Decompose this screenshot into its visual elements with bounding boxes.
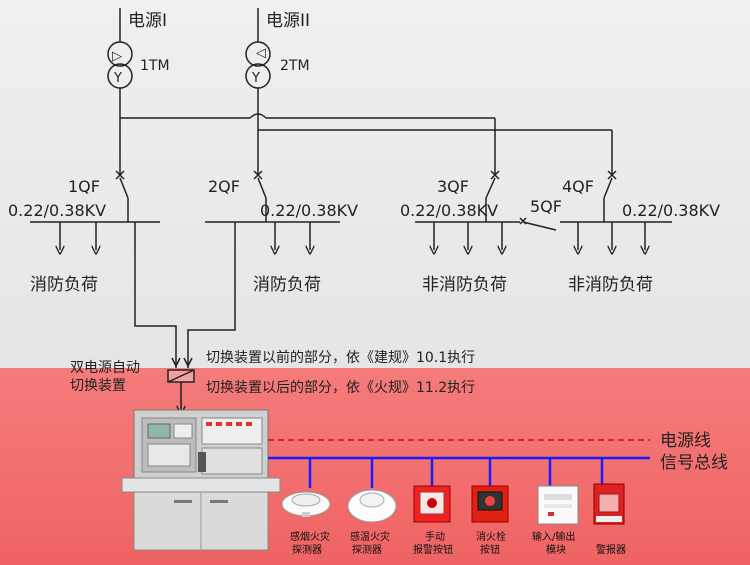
heat-detector-label-2: 探测器 [352,543,382,556]
transformer-1-upper-winding-icon [107,41,133,67]
smoke-detector-icon [281,491,331,517]
source-1-label: 电源I [128,11,167,31]
breaker-5qf-label: 5QF [530,197,562,216]
heat-detector-icon [347,489,397,523]
breaker-3qf-label: 3QF [437,177,469,196]
legend-power-line: 电源线 [660,431,711,451]
source-2-label: 电源II [266,11,310,31]
ats-label-line1: 双电源自动 [70,360,140,376]
manual-alarm-button-icon [413,485,451,523]
bus-drops [308,458,604,488]
breaker-1qf-label: 1QF [68,177,100,196]
fire-alarm-control-cabinet [121,409,281,551]
breaker-2qf-label: 2QF [208,177,240,196]
hydrant-button-label-1: 消火栓 [476,530,506,543]
heat-detector-label-1: 感温火灾 [350,530,390,543]
legend-signal-bus: 信号总线 [660,453,728,473]
voltage-label-1: 0.22/0.38KV [8,201,106,220]
voltage-label-3: 0.22/0.38KV [400,201,498,220]
breakers [115,170,617,222]
breaker-4qf-label: 4QF [562,177,594,196]
source-1: ▷ Y 电源I 1TM [107,8,170,175]
voltage-label-4: 0.22/0.38KV [622,201,720,220]
svg-text:▷: ▷ [112,49,122,64]
load-arrows [60,222,645,250]
svg-text:Y: Y [113,71,122,86]
hydrant-button-icon [471,485,509,523]
fire-load-label-2: 消防负荷 [253,275,321,295]
note-before-switch: 切换装置以前的部分，依《建规》10.1执行 [206,349,475,366]
svg-text:Y: Y [251,71,260,86]
alarm-sounder-label: 警报器 [596,543,626,556]
nonfire-load-label-2: 非消防负荷 [568,275,653,295]
post-switch-zone [0,368,750,565]
ats-feeders [134,222,236,410]
hydrant-button-label-2: 按钮 [480,543,500,556]
transformer-1-label: 1TM [140,58,170,74]
ats-label-line2: 切换装置 [70,377,126,394]
alarm-sounder-icon [593,483,625,525]
io-module-label-2: 模块 [546,544,566,556]
smoke-detector-label-1: 感烟火灾 [290,530,330,543]
manual-button-label-1: 手动 [425,530,445,543]
transformer-2-label: 2TM [280,58,310,74]
smoke-detector-label-2: 探测器 [292,543,322,556]
transformer-2-upper-winding-icon [245,41,271,67]
svg-text:▷: ▷ [256,46,266,61]
source-2: ▷ Y 电源II 2TM [245,8,310,175]
nonfire-load-label-1: 非消防负荷 [422,275,507,295]
voltage-label-2: 0.22/0.38KV [260,201,358,220]
manual-button-label-2: 报警按钮 [413,543,453,556]
note-after-switch: 切换装置以后的部分，依《火规》11.2执行 [206,379,475,396]
fire-load-label-1: 消防负荷 [30,275,98,295]
io-module-label-1: 输入/输出 [532,530,575,543]
io-module-icon [537,485,579,525]
